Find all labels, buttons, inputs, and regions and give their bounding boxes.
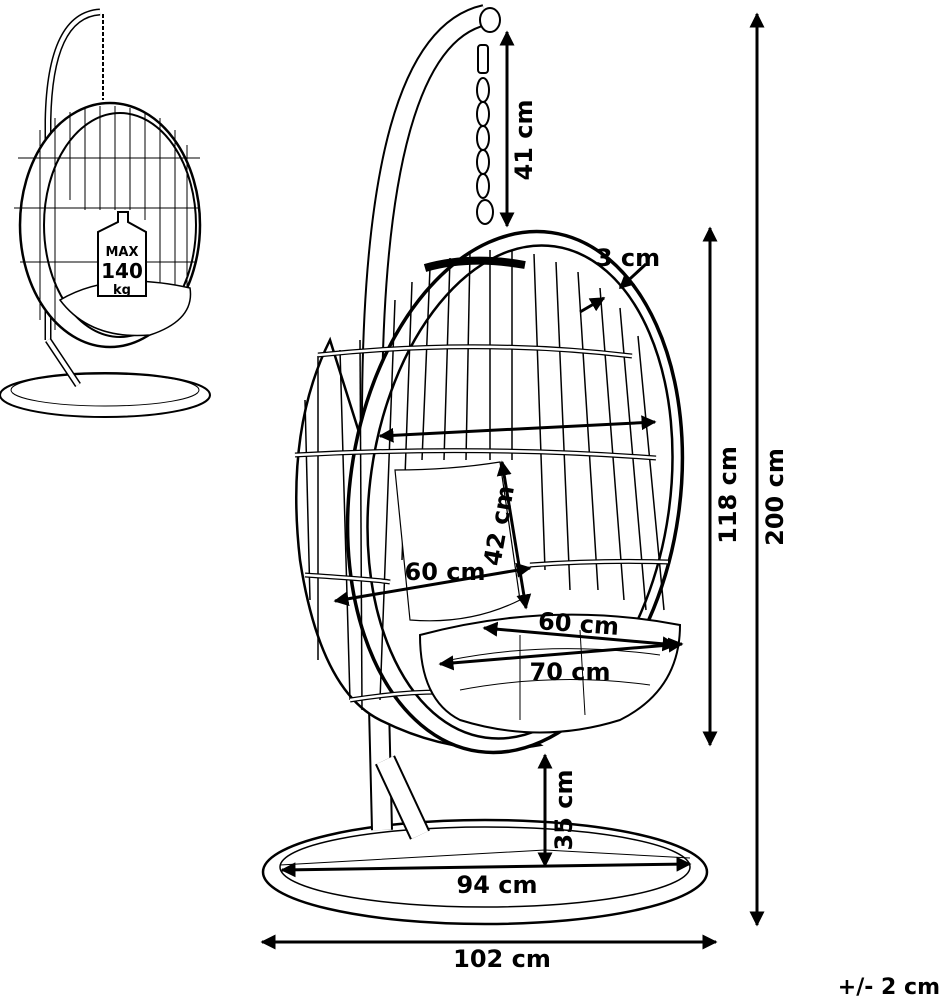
label-seat-depth: 60 cm: [537, 607, 620, 641]
weight-badge-line3: kg: [113, 283, 131, 298]
label-base-inner: 94 cm: [457, 871, 538, 899]
label-ground-clearance: 35 cm: [550, 770, 578, 851]
label-chair-height: 118 cm: [714, 446, 742, 544]
main-chair-drawing: [261, 4, 709, 926]
label-chain-length: 41 cm: [510, 100, 538, 181]
label-base-outer: 102 cm: [453, 945, 551, 973]
dimension-lines: [260, 12, 765, 950]
label-frame-thickness: 3 cm: [596, 244, 660, 272]
label-tolerance: +/- 2 cm: [838, 975, 940, 1000]
weight-badge-line2: 140: [101, 259, 143, 283]
thumbnail-chair: MAX 140 kg: [0, 8, 211, 418]
label-seat-width-inner: 60 cm: [405, 558, 486, 586]
label-seat-width: 70 cm: [530, 658, 611, 686]
weight-badge-line1: MAX: [105, 245, 138, 260]
label-total-height: 200 cm: [761, 448, 789, 546]
